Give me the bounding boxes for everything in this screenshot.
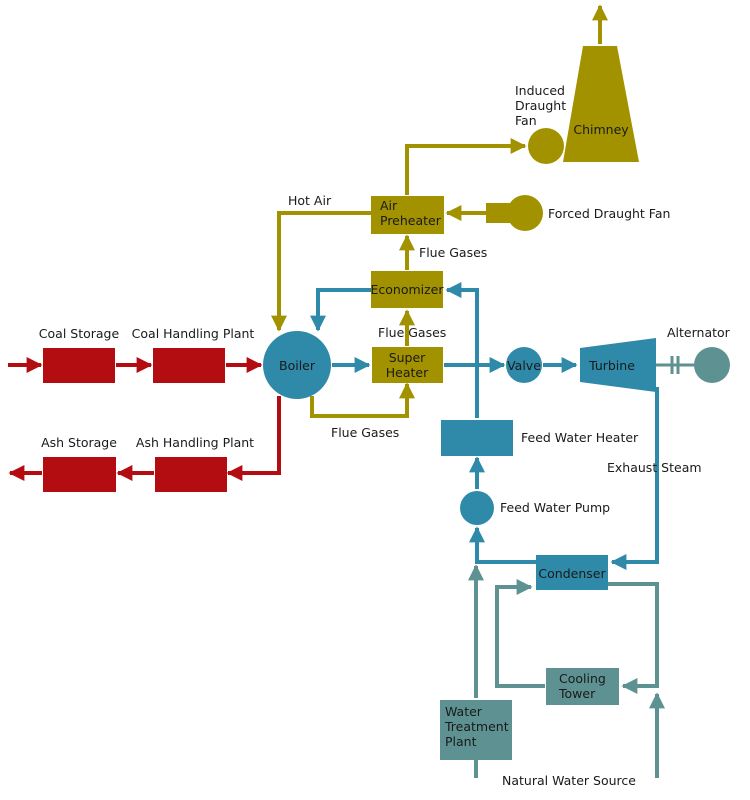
turbine-shape (580, 338, 656, 392)
feed-water-heater-box (441, 420, 513, 456)
condenser-to-feed-water-pump-arrow (469, 526, 536, 564)
chimney-shape (563, 46, 639, 162)
ash-storage-label: Ash Storage (41, 435, 117, 450)
forced-draught-fan-circle (507, 195, 543, 231)
steam-water-flow (310, 282, 659, 570)
exhaust-steam-to-condenser-arrow (610, 387, 659, 570)
induced-draught-fan-label-3: Fan (515, 113, 537, 128)
feed-water-heater-to-economizer-arrow (445, 282, 479, 418)
flue-gases-top-label: Flue Gases (419, 245, 487, 260)
feed-water-pump-circle (460, 491, 494, 525)
economizer-box (371, 271, 443, 308)
alternator-circle (694, 347, 730, 383)
condenser-label: Condenser (538, 566, 606, 581)
coal-storage-label: Coal Storage (39, 326, 120, 341)
water-treatment-label-3: Plant (445, 734, 477, 749)
boiler-label: Boiler (279, 358, 316, 373)
condenser-box (536, 555, 608, 590)
condenser-to-cooling-tower-line (608, 582, 659, 694)
alternator-label: Alternator (667, 325, 731, 340)
air-preheater-box (371, 196, 444, 234)
ash-handling-plant-label: Ash Handling Plant (136, 435, 254, 450)
water-treatment-label-2: Treatment (444, 719, 509, 734)
economizer-to-boiler-arrow (310, 288, 371, 332)
feed-water-heater-label: Feed Water Heater (521, 430, 639, 445)
super-heater-box (372, 347, 443, 383)
coal-handling-plant-label: Coal Handling Plant (132, 326, 255, 341)
alternator-coupling (656, 356, 695, 374)
ash-storage-box (43, 457, 116, 492)
boiler-flue-to-super-heater-arrow (310, 382, 415, 418)
hot-air-to-boiler-arrow (271, 211, 371, 332)
super-heater-label-1: Super (389, 350, 426, 365)
induced-draught-fan-label-1: Induced (515, 83, 565, 98)
cooling-tower-to-condenser-line (495, 579, 545, 688)
forced-draught-fan-label: Forced Draught Fan (548, 206, 670, 221)
ash-handling-plant-box (155, 457, 227, 492)
air-preheater-label-1: Air (380, 198, 398, 213)
exhaust-steam-label: Exhaust Steam (607, 460, 702, 475)
air-flue-flow (271, 4, 608, 418)
coal-handling-plant-box (153, 348, 225, 383)
air-preheater-to-induced-fan-arrow (405, 138, 527, 195)
water-treatment-label-1: Water (445, 704, 483, 719)
chimney-label: Chimney (573, 122, 629, 137)
coal-storage-box (43, 348, 115, 383)
flue-gases-mid-label: Flue Gases (378, 325, 446, 340)
valve-circle (506, 347, 542, 383)
flue-gases-bottom-label: Flue Gases (331, 425, 399, 440)
economizer-label: Economizer (370, 282, 444, 297)
cooling-water-flow (468, 564, 665, 778)
air-preheater-label-2: Preheater (380, 213, 442, 228)
boiler-to-ash-handling-arrow (226, 396, 281, 481)
turbine-label: Turbine (588, 358, 635, 373)
cooling-tower-label-1: Cooling (559, 671, 606, 686)
hot-air-label: Hot Air (288, 193, 332, 208)
cooling-tower-box (546, 668, 619, 705)
valve-label: Valve (507, 358, 541, 373)
super-heater-label-2: Heater (386, 365, 429, 380)
boiler-circle (263, 331, 331, 399)
cooling-tower-label-2: Tower (558, 686, 596, 701)
induced-draught-fan-label-2: Draught (515, 98, 566, 113)
feed-water-pump-label: Feed Water Pump (500, 500, 610, 515)
water-treatment-plant-box (440, 700, 512, 760)
natural-water-source-label: Natural Water Source (502, 773, 636, 788)
induced-draught-fan-circle (528, 128, 564, 164)
forced-draught-fan-body (486, 203, 512, 223)
coal-flow (8, 357, 281, 481)
